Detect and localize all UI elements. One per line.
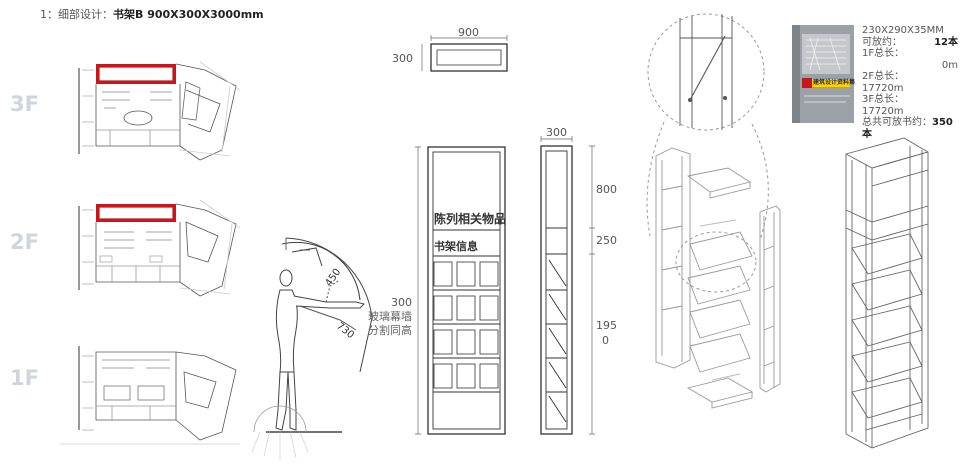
book-total-row: 总共可放书约：350本 xyxy=(862,117,958,140)
book-info-panel: 230X290X35MM 可放约： 12本 1F总长： 0m 2F总长： 177… xyxy=(862,25,958,140)
book-f3-label: 3F总长： xyxy=(862,94,905,105)
book-f2-value: 17720m xyxy=(862,82,904,94)
reach-dim-450: 450 xyxy=(323,267,343,289)
floor-label-2f: 2F xyxy=(10,230,39,254)
shelf-front-tiles xyxy=(433,261,499,389)
book-size: 230X290X35MM xyxy=(862,25,944,36)
side-view-depth-dim: 300 xyxy=(546,126,567,139)
title-main: 书架B 900X300X3000mm xyxy=(113,8,264,21)
book-f1-row: 1F总长： xyxy=(862,48,958,60)
shelf-front-view xyxy=(415,146,506,435)
book-capacity-label: 可放约： xyxy=(862,36,902,48)
assembled-isometric-view xyxy=(845,137,929,449)
book-capacity-row: 可放约： 12本 xyxy=(862,37,958,49)
floor-plan-3f xyxy=(78,61,241,161)
top-view-width-dim: 900 xyxy=(458,26,479,39)
book-f1-value-row: 0m xyxy=(862,60,958,72)
front-view-height-dim: 300 xyxy=(391,296,412,309)
front-label-display: 陈列相关物品 xyxy=(434,212,507,226)
book-f2-label: 2F总长： xyxy=(862,71,905,82)
book-capacity-value: 12本 xyxy=(934,36,958,48)
ergonomic-figure xyxy=(251,237,373,460)
floor-label-3f: 3F xyxy=(10,92,39,116)
side-dim-195: 195 xyxy=(596,319,617,332)
book-cover-title: 建筑设计资料集 xyxy=(813,79,856,86)
shelf-top-view xyxy=(421,35,508,72)
front-label-info: 书架信息 xyxy=(434,240,478,253)
side-dim-0: 0 xyxy=(602,334,609,347)
side-dim-250: 250 xyxy=(596,234,617,247)
floor-label-1f: 1F xyxy=(10,366,39,390)
shelf-side-view xyxy=(540,136,595,435)
book-f3-value: 17720m xyxy=(862,105,904,117)
top-view-depth-dim: 300 xyxy=(392,52,413,65)
floor-plan-2f xyxy=(78,199,241,297)
sheet-title: 1：细部设计：书架B 900X300X3000mm xyxy=(40,6,264,22)
ergo-note-line1: 玻璃幕墙 xyxy=(368,310,412,323)
floor-plan-1f xyxy=(60,346,240,445)
book-total-label: 总共可放书约： xyxy=(862,117,932,128)
reach-dim-730: 730 xyxy=(334,321,356,341)
exploded-isometric-view xyxy=(655,147,781,409)
book-total-value: 350本 xyxy=(862,117,953,140)
side-dim-800: 800 xyxy=(596,183,617,196)
ergo-note-line2: 分割同高 xyxy=(368,324,412,337)
book-f1-label: 1F总长： xyxy=(862,48,905,59)
book-cover-image xyxy=(792,25,854,123)
book-f1-value: 0m xyxy=(941,59,958,71)
title-prefix: 1：细部设计： xyxy=(40,8,113,21)
detail-callout xyxy=(646,13,769,293)
